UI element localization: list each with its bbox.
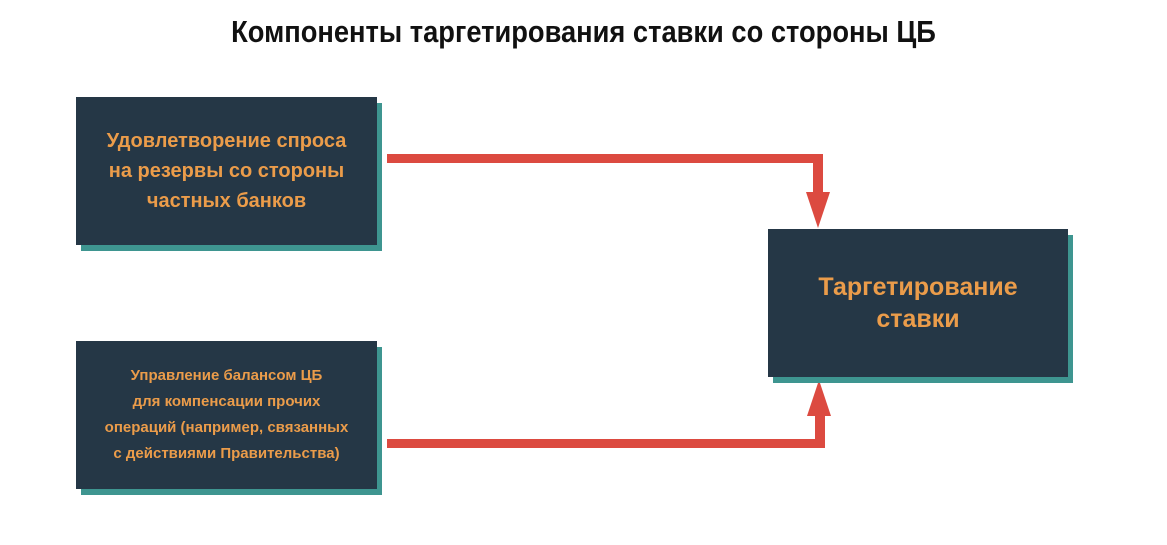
box-rate-targeting-label: Таргетирование ставки xyxy=(818,273,1018,333)
diagram-title: Компоненты таргетирования ставки со стор… xyxy=(231,14,936,49)
box-reserve-demand: Удовлетворение спроса на резервы со стор… xyxy=(76,97,377,245)
box-balance-management-label: Управление балансом ЦБ для компенсации п… xyxy=(104,367,349,462)
box-rate-targeting: Таргетирование ставки xyxy=(768,229,1068,377)
box-reserve-demand-label: Удовлетворение спроса на резервы со стор… xyxy=(106,130,347,212)
box-balance-management: Управление балансом ЦБ для компенсации п… xyxy=(76,341,377,489)
arrow-balance-to-target xyxy=(387,380,831,448)
arrow-demand-to-target xyxy=(387,154,830,228)
